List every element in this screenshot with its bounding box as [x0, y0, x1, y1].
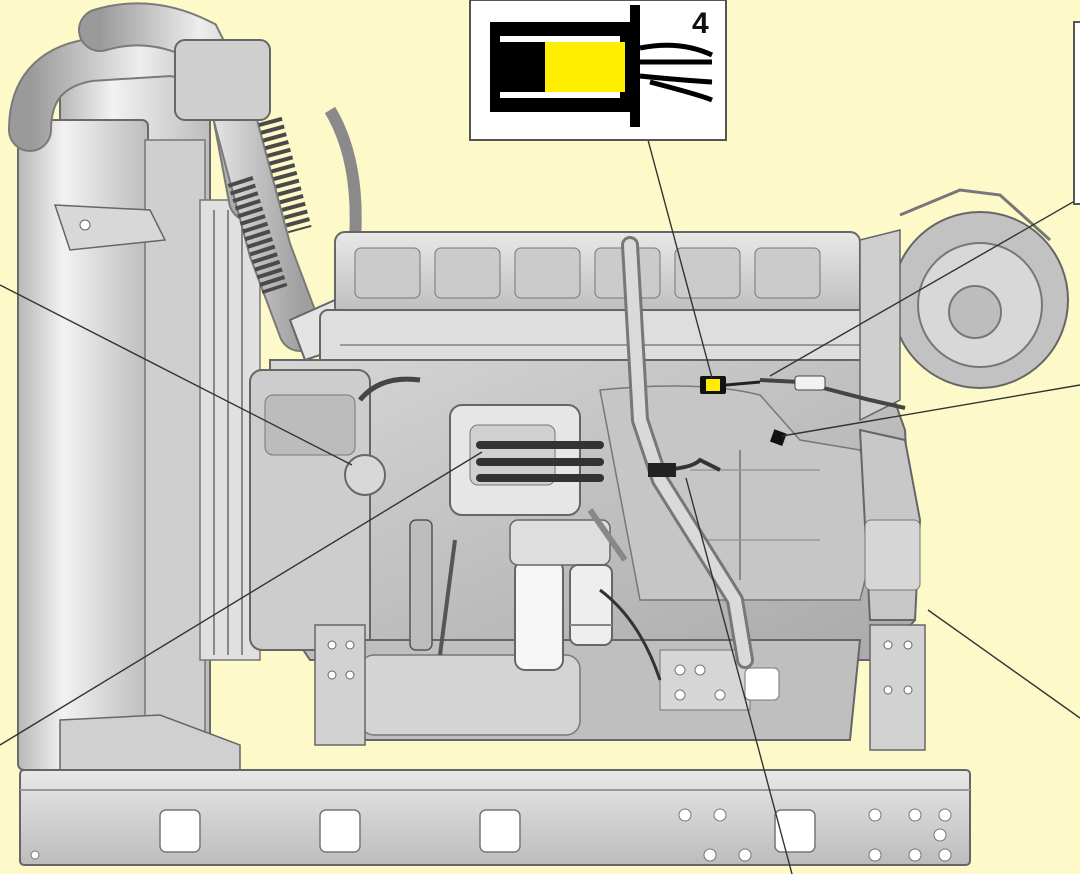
leader-lines [0, 139, 1080, 874]
inset-callout-number: 4 [692, 7, 709, 40]
leader-line-right-upper [769, 197, 1080, 377]
radiator [17, 71, 261, 771]
leader-line-right-lower [927, 609, 1080, 719]
fuel-filter [569, 508, 628, 646]
base-frame [19, 769, 971, 866]
right-label-box [1073, 21, 1080, 205]
leader-line-right-middle [781, 384, 1080, 437]
connector-inset: 4 [469, 0, 727, 141]
dipstick [409, 236, 754, 669]
leader-line-bottom [685, 477, 793, 874]
cylinder-head-cover [319, 231, 881, 371]
leader-line-inset [647, 139, 713, 379]
oil-filter [509, 519, 611, 671]
wiring-harness [599, 375, 906, 681]
leader-line-left-lower [0, 451, 483, 746]
inset-connector-highlight [545, 42, 625, 92]
flywheel-housing [858, 188, 1069, 621]
leader-line-left-upper [0, 284, 353, 466]
wiring-connector [700, 376, 761, 394]
turbocharger [344, 376, 604, 516]
sensor-marker [769, 429, 787, 446]
